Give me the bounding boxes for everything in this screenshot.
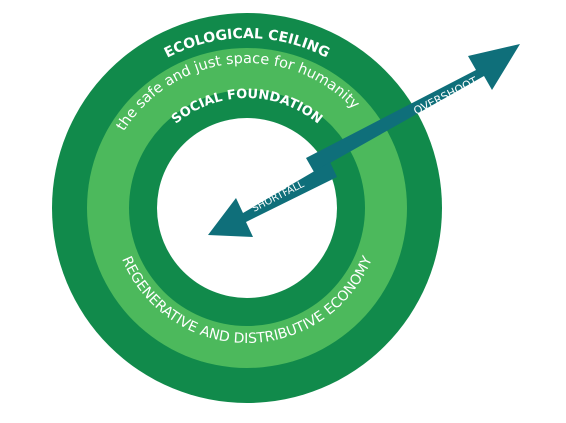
overshoot-label: OVERSHOOT	[411, 74, 479, 117]
overshoot-arrow-shape	[306, 44, 520, 172]
center-space	[157, 118, 337, 298]
shortfall-arrow-shape	[208, 162, 337, 237]
